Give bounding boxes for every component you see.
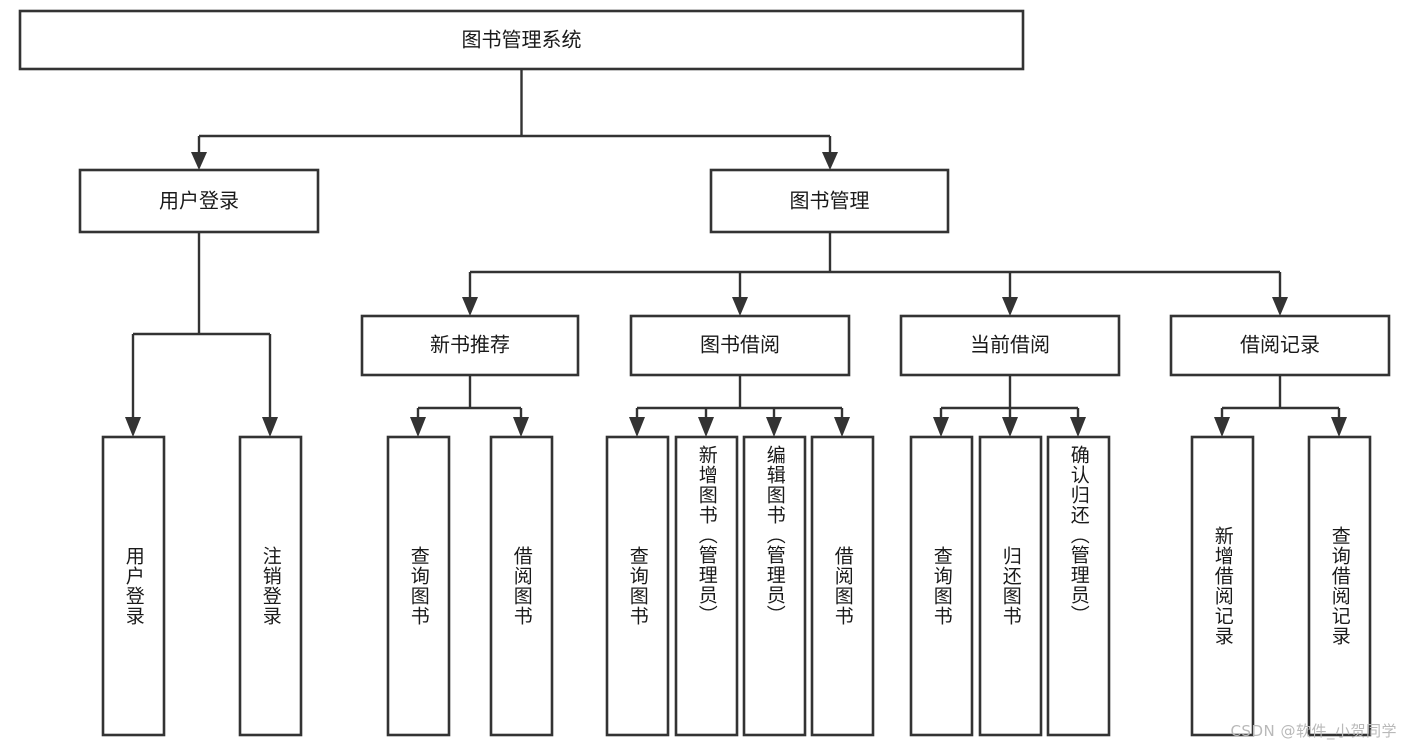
node-current-borrow-box[interactable] bbox=[899, 314, 1121, 377]
arrow-head-current-borrow bbox=[1002, 297, 1018, 316]
leaf-box-newbook-borrow[interactable] bbox=[489, 435, 554, 737]
arrow-head-new-book bbox=[462, 297, 478, 316]
leaf-box-currentborrow-query[interactable] bbox=[909, 435, 974, 737]
node-borrow-record[interactable]: 借阅记录 bbox=[1169, 314, 1391, 377]
arrow-head-leaf-logout bbox=[262, 417, 278, 437]
arrow-head-bookborrow-leaf-3 bbox=[766, 417, 782, 437]
node-new-book-recommend-box[interactable] bbox=[360, 314, 580, 377]
leaf-box-record-query[interactable] bbox=[1307, 435, 1372, 737]
node-user-login[interactable]: 用户登录 bbox=[78, 168, 320, 234]
node-book-management-label: 图书管理 bbox=[790, 189, 870, 213]
arrow-head-book-borrow bbox=[732, 297, 748, 316]
arrow-head-bookmgmt bbox=[822, 152, 838, 170]
leaf-box-bookborrow-add[interactable] bbox=[674, 435, 739, 737]
node-user-login-box[interactable] bbox=[78, 168, 320, 234]
leaf-box-currentborrow-confirm[interactable] bbox=[1046, 435, 1111, 737]
arrow-head-userlogin bbox=[191, 152, 207, 170]
node-book-borrow-box[interactable] bbox=[629, 314, 851, 377]
arrow-head-bookborrow-leaf-4 bbox=[834, 417, 850, 437]
node-borrow-record-label: 借阅记录 bbox=[1240, 333, 1320, 357]
arrow-head-bookborrow-leaf-2 bbox=[698, 417, 714, 437]
node-new-book-recommend[interactable]: 新书推荐 bbox=[360, 314, 580, 377]
leaf-box-currentborrow-return[interactable] bbox=[978, 435, 1043, 737]
arrow-head-leaf-user-login bbox=[125, 417, 141, 437]
leaf-box-logout[interactable] bbox=[238, 435, 303, 737]
arrow-head-borrowrecord-leaf-2 bbox=[1331, 417, 1347, 437]
node-book-borrow[interactable]: 图书借阅 bbox=[629, 314, 851, 377]
leaf-box-record-add[interactable] bbox=[1190, 435, 1255, 737]
arrow-head-currentborrow-leaf-2 bbox=[1002, 417, 1018, 437]
leaf-box-bookborrow-query[interactable] bbox=[605, 435, 670, 737]
connector-layer bbox=[125, 69, 1347, 437]
node-book-management[interactable]: 图书管理 bbox=[709, 168, 950, 234]
leaf-box-bookborrow-edit[interactable] bbox=[742, 435, 807, 737]
arrow-head-newbook-leaf-1 bbox=[410, 417, 426, 437]
node-root-label: 图书管理系统 bbox=[462, 28, 582, 52]
node-book-borrow-label: 图书借阅 bbox=[700, 333, 780, 357]
node-current-borrow-label: 当前借阅 bbox=[970, 333, 1050, 357]
arrow-head-newbook-leaf-2 bbox=[513, 417, 529, 437]
node-root-box[interactable] bbox=[18, 9, 1025, 71]
leaf-box-bookborrow-borrow[interactable] bbox=[810, 435, 875, 737]
leaf-box-user-login[interactable] bbox=[101, 435, 166, 737]
arrow-head-currentborrow-leaf-3 bbox=[1070, 417, 1086, 437]
node-root[interactable]: 图书管理系统 bbox=[18, 9, 1025, 71]
leaf-box-newbook-query[interactable] bbox=[386, 435, 451, 737]
arrow-head-currentborrow-leaf-1 bbox=[933, 417, 949, 437]
node-borrow-record-box[interactable] bbox=[1169, 314, 1391, 377]
node-book-management-box[interactable] bbox=[709, 168, 950, 234]
node-new-book-recommend-label: 新书推荐 bbox=[430, 333, 510, 357]
arrow-head-borrowrecord-leaf-1 bbox=[1214, 417, 1230, 437]
arrow-head-borrow-record bbox=[1272, 297, 1288, 316]
node-user-login-label: 用户登录 bbox=[159, 189, 239, 213]
node-current-borrow[interactable]: 当前借阅 bbox=[899, 314, 1121, 377]
watermark-text: CSDN @软件_小贺同学 bbox=[1230, 722, 1397, 740]
arrow-head-bookborrow-leaf-1 bbox=[629, 417, 645, 437]
